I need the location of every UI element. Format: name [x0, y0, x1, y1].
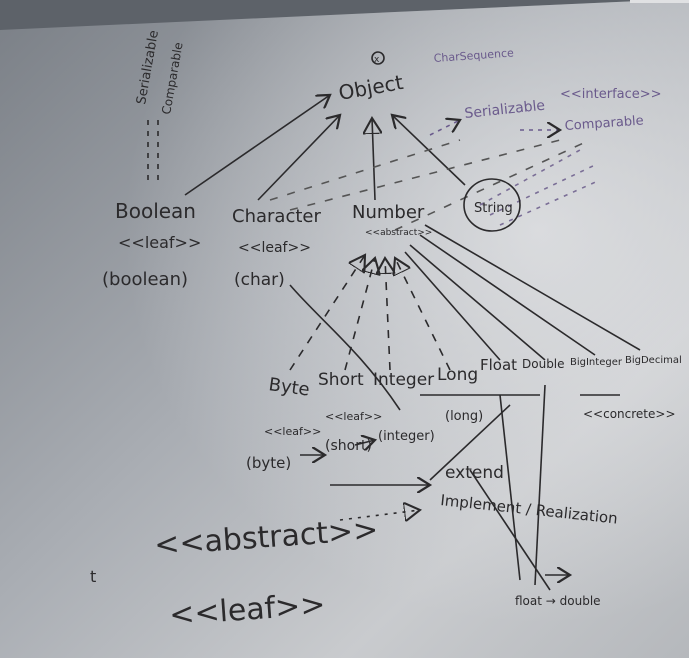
byte-leaf-text: <<leaf>>: [264, 425, 321, 438]
long-text: Long: [437, 365, 478, 385]
biginteger-text: BigInteger: [570, 357, 623, 368]
concrete-text: <<concrete>>: [583, 407, 676, 421]
long-primitive-text: (long): [445, 409, 483, 424]
short-leaf-text: <<leaf>>: [325, 410, 382, 423]
boolean-primitive-text: (boolean): [102, 269, 188, 290]
integer-primitive-text: (integer): [378, 429, 435, 444]
number-abstract-text: <<abstract>>: [365, 228, 432, 238]
charsequence-text: CharSequence: [433, 46, 514, 65]
short-text: Short: [318, 370, 364, 390]
double-text: Double: [522, 357, 565, 371]
integer-text: Integer: [373, 370, 434, 390]
bigdecimal-text: BigDecimal: [625, 355, 682, 366]
object-badge-text: x: [374, 55, 380, 65]
comparable-text: Comparable: [564, 114, 644, 134]
char-primitive-text: (char): [234, 270, 285, 290]
interface-stereotype-text: <<interface>>: [560, 87, 662, 102]
character-text: Character: [232, 206, 321, 227]
diagram-lines: [147, 51, 641, 591]
boolean-text: Boolean: [115, 199, 196, 223]
number-text: Number: [352, 202, 425, 223]
string-text: String: [474, 201, 513, 216]
float-text: Float: [480, 356, 517, 374]
short-primitive-text: (short): [325, 438, 372, 454]
legend-extend-text: extend: [445, 463, 504, 483]
byte-primitive-text: (byte): [246, 454, 291, 472]
character-leaf-text: <<leaf>>: [238, 240, 311, 256]
boolean-leaf-text: <<leaf>>: [118, 233, 201, 252]
float-double-conversion-text: float → double: [515, 594, 601, 608]
stray-t-text: t: [90, 567, 96, 586]
